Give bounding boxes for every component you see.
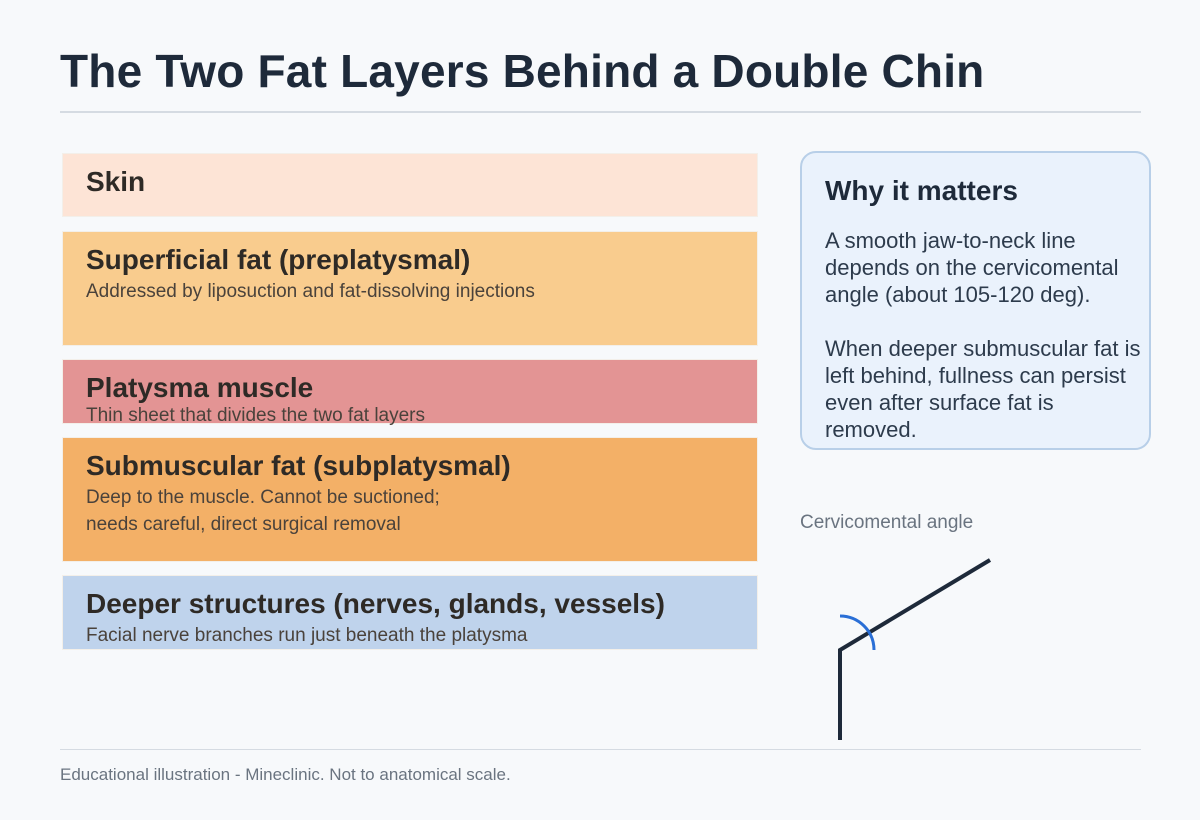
angle-arc [839,614,876,651]
layer-name: Deeper structures (nerves, glands, vesse… [86,588,665,619]
footer-note: Educational illustration - Mineclinic. N… [60,765,511,784]
page-title: The Two Fat Layers Behind a Double Chin [60,45,985,97]
layer-name: Platysma muscle [86,372,314,403]
angle-diagram-icon [838,558,992,740]
layer-skin: Skin [62,153,758,217]
layer-description: Addressed by liposuction and fat-dissolv… [86,281,535,302]
layer-name: Skin [86,166,146,197]
angle-label: Cervicomental angle [800,512,974,533]
layer-deeper-structures: Deeper structures (nerves, glands, vesse… [62,575,758,650]
footer-divider [60,749,1141,750]
title-divider [60,111,1141,113]
panel-paragraph: When deeper submuscular fat is left behi… [825,336,1141,442]
layer-submuscular-fat: Submuscular fat (subplatysmal) Deep to t… [62,437,758,562]
panel-title: Why it matters [825,175,1018,206]
layer-description: Facial nerve branches run just beneath t… [86,625,528,646]
neck-jaw-line [838,558,992,740]
layer-name: Submuscular fat (subplatysmal) [86,450,511,481]
panel-paragraph: A smooth jaw-to-neck line depends on the… [825,228,1119,307]
layer-platysma-muscle: Platysma muscle Thin sheet that divides … [62,359,758,426]
layer-name: Superficial fat (preplatysmal) [86,244,471,275]
layer-superficial-fat: Superficial fat (preplatysmal) Addressed… [62,231,758,346]
layer-description: Deep to the muscle. Cannot be suctioned;… [86,487,440,535]
why-it-matters-panel: Why it matters A smooth jaw-to-neck line… [800,151,1151,450]
layer-description: Thin sheet that divides the two fat laye… [86,405,426,426]
